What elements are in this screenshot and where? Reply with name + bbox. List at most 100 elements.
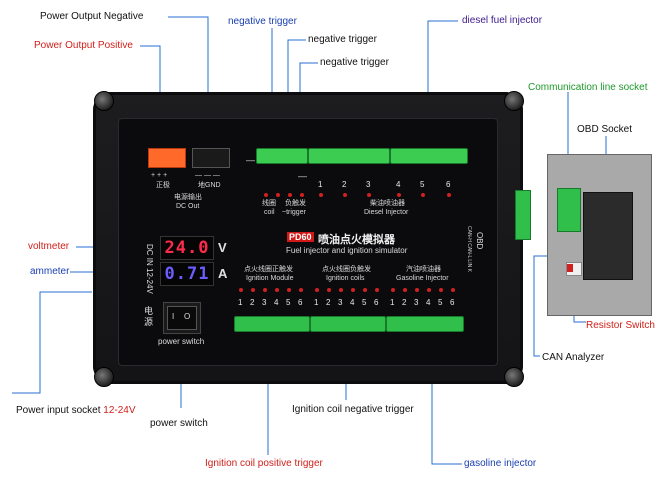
label-negative-trigger-2: negative trigger: [308, 34, 377, 45]
dc-out-cn: 电源输出: [174, 194, 202, 201]
dc-out-gnd-terminal[interactable]: [192, 148, 230, 168]
diesel-terminal-block-b[interactable]: [390, 148, 468, 164]
switch-en: power switch: [158, 337, 205, 346]
module-channel-number: 2: [250, 298, 255, 307]
screw-top-left: [94, 91, 114, 111]
label-obd-socket: OBD Socket: [577, 124, 633, 135]
diesel-led: [367, 193, 371, 197]
module-channel-number: 5: [286, 298, 291, 307]
label-ign-coil-negative: Ignition coil negative trigger: [292, 404, 414, 415]
gasoline-injector-terminal[interactable]: [386, 316, 464, 332]
trigger-led: [276, 193, 280, 197]
gasoline-channel-number: 6: [450, 298, 455, 307]
diesel-led: [397, 193, 401, 197]
gasoline-led: [415, 288, 419, 292]
ign-coils-en: Ignition coils: [326, 275, 365, 282]
power-switch[interactable]: I O: [167, 306, 197, 330]
module-channel-number: 1: [238, 298, 243, 307]
diesel-channel-number: 3: [366, 180, 371, 189]
label-resistor-switch: Resistor Switch: [586, 320, 655, 331]
trigger-led: [300, 193, 304, 197]
voltage-display: 24.0: [160, 236, 214, 260]
title-cn: 喷油点火模拟器: [318, 234, 395, 246]
gasoline-channel-number: 1: [390, 298, 395, 307]
gasoline-led: [439, 288, 443, 292]
label-voltmeter: voltmeter: [28, 241, 70, 252]
screw-bottom-left: [94, 367, 114, 387]
gasoline-led: [427, 288, 431, 292]
coil-en: coil: [264, 209, 275, 216]
plus-marks: + + +: [151, 172, 168, 179]
dc-in-label: DC IN 12-24V: [145, 244, 154, 294]
label-power-output-positive: Power Output Positive: [34, 40, 133, 51]
module-led: [251, 288, 255, 292]
obd-label: OBD: [475, 232, 484, 250]
label-negative-trigger-3: negative trigger: [320, 57, 389, 68]
coil-channel-number: 1: [314, 298, 319, 307]
coil-led: [315, 288, 319, 292]
diesel-channel-number: 2: [342, 180, 347, 189]
line-can-analyzer: [533, 255, 552, 357]
power-input-voltage: 12-24V: [103, 405, 136, 416]
label-diesel-fuel-injector: diesel fuel injector: [462, 15, 543, 26]
coil-cn: 线圈: [262, 200, 276, 207]
communication-socket[interactable]: [557, 188, 581, 232]
coil-channel-number: 3: [338, 298, 343, 307]
obd-label-wrap: OBD: [474, 232, 486, 282]
coil-minus-sign: —: [298, 171, 307, 181]
trigger-terminal-block[interactable]: [256, 148, 308, 164]
trigger-led: [264, 193, 268, 197]
gasoline-channel-number: 5: [438, 298, 443, 307]
diesel-led: [447, 193, 451, 197]
resistor-switch-knob: [567, 264, 573, 272]
power-input-text: Power input socket: [16, 405, 101, 416]
module-channel-number: 3: [262, 298, 267, 307]
label-can-analyzer: CAN Analyzer: [542, 352, 605, 363]
gasoline-channel-number: 4: [426, 298, 431, 307]
dc-out-positive-terminal[interactable]: [148, 148, 186, 168]
ign-coils-cn: 点火线圈负触发: [322, 266, 371, 273]
switch-cn: 电源: [144, 306, 154, 327]
screw-top-right: [504, 91, 524, 111]
switch-on-mark: I: [172, 312, 175, 321]
coil-channel-number: 5: [362, 298, 367, 307]
diesel-terminal-block-a[interactable]: [308, 148, 390, 164]
label-ammeter: ammeter: [30, 266, 70, 277]
neg-trigger-en: ~trigger: [282, 209, 306, 216]
minus-sign: —: [246, 155, 255, 165]
obd-pins-label: CAN-H CAN-L LIN K: [466, 226, 472, 272]
side-terminal[interactable]: [515, 190, 531, 240]
screw-bottom-right: [504, 367, 524, 387]
model-badge: PD60: [287, 232, 314, 242]
diesel-channel-number: 6: [446, 180, 451, 189]
coil-led: [339, 288, 343, 292]
gasoline-en: Gasoline Injector: [396, 275, 449, 282]
trigger-led: [288, 193, 292, 197]
label-communication-socket: Communication line socket: [528, 82, 648, 93]
diesel-channel-number: 4: [396, 180, 401, 189]
coil-led: [327, 288, 331, 292]
diesel-en: Diesel Injector: [364, 209, 409, 216]
coil-channel-number: 2: [326, 298, 331, 307]
diesel-channel-number: 1: [318, 180, 323, 189]
current-display: 0.71: [160, 262, 214, 286]
module-led: [275, 288, 279, 292]
label-negative-trigger-1: negative trigger: [228, 16, 297, 27]
ign-module-en: Ignition Module: [246, 275, 294, 282]
ignition-module-terminal[interactable]: [234, 316, 310, 332]
diesel-led: [343, 193, 347, 197]
ign-module-cn: 点火线圈正触发: [244, 266, 293, 273]
line-power-input: [12, 291, 92, 394]
gasoline-led: [391, 288, 395, 292]
ignition-coils-terminal[interactable]: [310, 316, 386, 332]
gnd-label: 地GND: [198, 182, 221, 189]
obd-socket[interactable]: [583, 192, 633, 280]
coil-led: [375, 288, 379, 292]
dc-in-label-wrap: DC IN 12-24V: [142, 244, 154, 304]
module-led: [239, 288, 243, 292]
label-ign-coil-positive: Ignition coil positive trigger: [205, 458, 323, 469]
gasoline-channel-number: 2: [402, 298, 407, 307]
positive-label: 正极: [156, 182, 170, 189]
module-channel-number: 6: [298, 298, 303, 307]
switch-off-mark: O: [184, 312, 191, 321]
